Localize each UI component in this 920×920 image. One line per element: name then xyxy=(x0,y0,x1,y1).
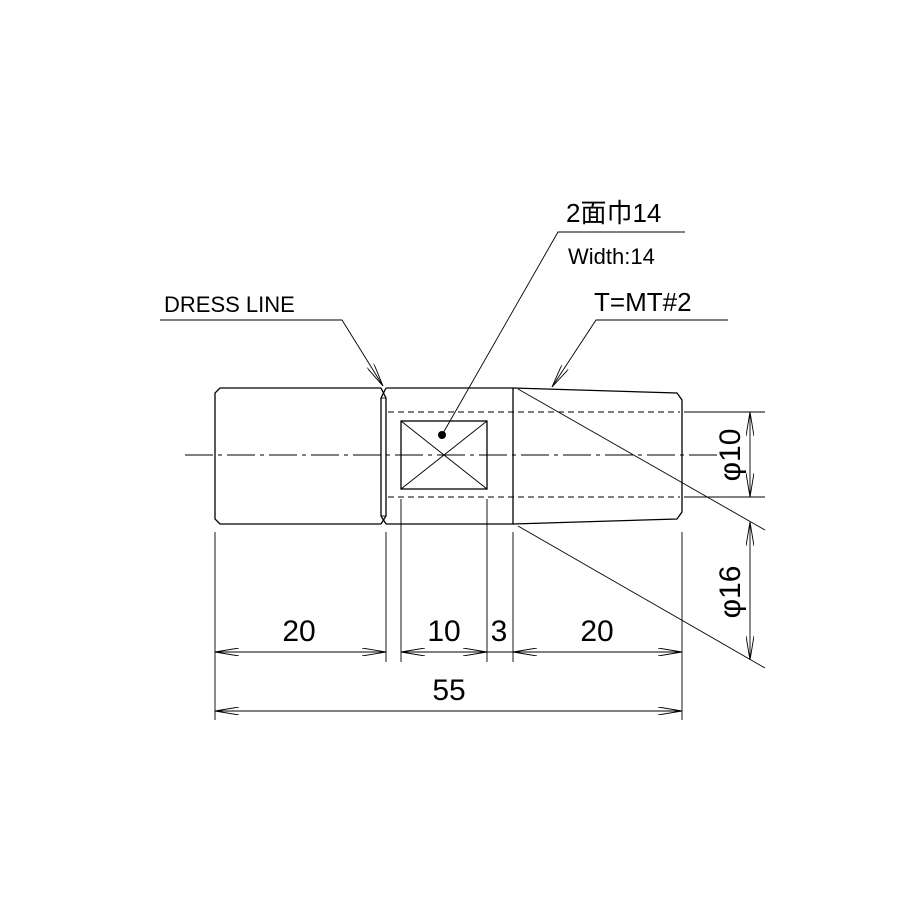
dim-label-c: 3 xyxy=(491,615,508,648)
flat-width-label-en: Width:14 xyxy=(568,244,655,269)
taper-leader xyxy=(552,319,728,387)
length-dimensions: 20 10 3 20 55 xyxy=(214,499,683,720)
diameter-dimensions: φ10 φ16 xyxy=(517,388,766,669)
dress-line-leader xyxy=(160,319,383,386)
dim-label-a: 20 xyxy=(282,615,315,648)
part-outline xyxy=(185,387,720,525)
annotations: DRESS LINE 2面巾14 Width:14 T=MT#2 xyxy=(160,198,728,436)
dim-label-total: 55 xyxy=(432,674,465,707)
dim-label-dia-small: φ10 xyxy=(714,429,747,482)
dress-line-label: DRESS LINE xyxy=(164,292,295,317)
dim-label-d: 20 xyxy=(580,615,613,648)
dress-line-groove xyxy=(380,387,387,525)
flat-width-leader xyxy=(441,231,685,436)
taper-label: T=MT#2 xyxy=(594,287,692,317)
flat-width-label-jp: 2面巾14 xyxy=(566,198,661,228)
dim-label-b: 10 xyxy=(427,615,460,648)
left-section xyxy=(214,387,381,525)
middle-section xyxy=(386,387,514,525)
taper-section xyxy=(512,387,683,525)
dim-label-dia-large: φ16 xyxy=(714,566,747,619)
